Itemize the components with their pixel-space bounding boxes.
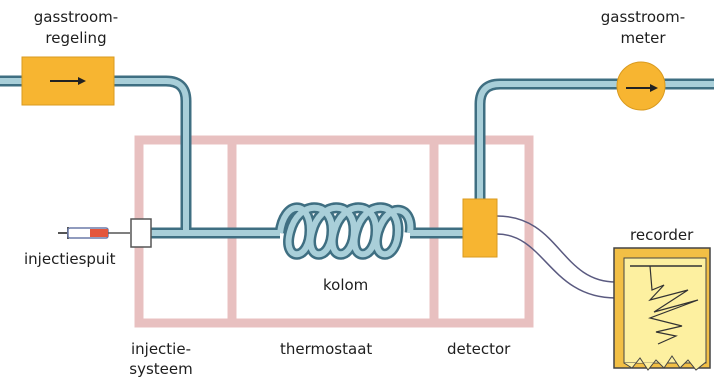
syringe-label: injectiespuit <box>24 250 116 268</box>
flow-meter <box>616 61 666 111</box>
chromatogram-trace <box>647 265 699 345</box>
thermostat-label: thermostaat <box>280 340 373 358</box>
flow-regulator-label-line2: regeling <box>45 29 107 47</box>
gas-tubing <box>0 75 714 260</box>
signal-wires <box>496 215 617 299</box>
detector-block <box>462 198 498 258</box>
recorder <box>613 247 711 371</box>
column-label: kolom <box>323 276 369 294</box>
injection-system-label-line2: systeem <box>129 360 193 378</box>
flow-regulator-label-line1: gasstroom- <box>33 8 119 26</box>
injection-system-block <box>130 218 152 248</box>
arrow-right-icon <box>50 77 86 85</box>
flow-meter-label-line1: gasstroom- <box>600 8 686 26</box>
flow-regulator <box>21 56 115 106</box>
syringe-icon <box>58 227 130 239</box>
recorder-label: recorder <box>630 226 694 244</box>
detector-label: detector <box>447 340 511 358</box>
flow-meter-label-line2: meter <box>620 29 666 47</box>
injection-system-label-line1: injectie- <box>130 340 191 358</box>
arrow-right-icon <box>626 84 658 92</box>
